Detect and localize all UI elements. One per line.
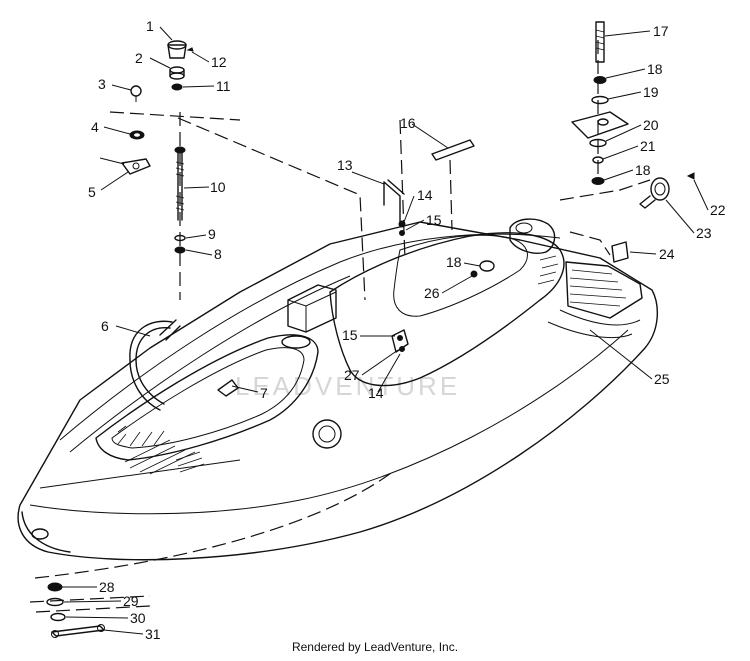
callout-9: 9 bbox=[208, 226, 216, 242]
leader-lines bbox=[62, 26, 709, 635]
callout-4: 4 bbox=[91, 119, 99, 135]
callout-14-lower: 14 bbox=[368, 385, 384, 401]
assembly-lines bbox=[29, 40, 651, 613]
center-hardware-parts bbox=[159, 139, 495, 397]
callout-14: 14 bbox=[417, 187, 433, 203]
callout-31: 31 bbox=[145, 626, 161, 642]
callout-27: 27 bbox=[344, 367, 360, 383]
callout-2: 2 bbox=[135, 50, 143, 66]
callout-6: 6 bbox=[101, 318, 109, 334]
callout-21: 21 bbox=[640, 138, 656, 154]
callout-15-lower: 15 bbox=[342, 327, 358, 343]
callout-12: 12 bbox=[211, 54, 227, 70]
callout-8: 8 bbox=[214, 246, 222, 262]
callout-3: 3 bbox=[98, 76, 106, 92]
callout-22: 22 bbox=[710, 202, 726, 218]
callout-25: 25 bbox=[654, 371, 670, 387]
callout-18-mid: 18 bbox=[635, 162, 651, 178]
left-hardware-parts bbox=[99, 40, 194, 254]
callout-30: 30 bbox=[130, 610, 146, 626]
callout-7: 7 bbox=[260, 385, 268, 401]
callout-16: 16 bbox=[400, 115, 416, 131]
render-credit: Rendered by LeadVenture, Inc. bbox=[291, 640, 459, 654]
callout-15: 15 bbox=[426, 212, 442, 228]
callout-24: 24 bbox=[659, 246, 675, 262]
callout-20: 20 bbox=[643, 117, 659, 133]
right-hardware-parts bbox=[571, 21, 695, 263]
callout-29: 29 bbox=[123, 593, 139, 609]
callout-18-top: 18 bbox=[647, 61, 663, 77]
callout-26: 26 bbox=[424, 285, 440, 301]
callout-19: 19 bbox=[643, 84, 659, 100]
callout-13: 13 bbox=[337, 157, 353, 173]
callout-28: 28 bbox=[99, 579, 115, 595]
callout-17: 17 bbox=[653, 23, 669, 39]
hull-body bbox=[17, 218, 659, 561]
callout-11: 11 bbox=[216, 78, 231, 94]
callout-18-seat: 18 bbox=[446, 254, 462, 270]
callout-5: 5 bbox=[88, 184, 96, 200]
bottom-left-hardware-parts bbox=[46, 582, 105, 638]
watermark: LEADVENTURE bbox=[235, 371, 460, 401]
callout-10: 10 bbox=[210, 179, 226, 195]
callout-1: 1 bbox=[146, 18, 154, 34]
callout-23: 23 bbox=[696, 225, 712, 241]
callout-labels: 1 2 3 4 5 6 7 8 9 10 11 12 13 14 15 16 1… bbox=[88, 18, 726, 642]
